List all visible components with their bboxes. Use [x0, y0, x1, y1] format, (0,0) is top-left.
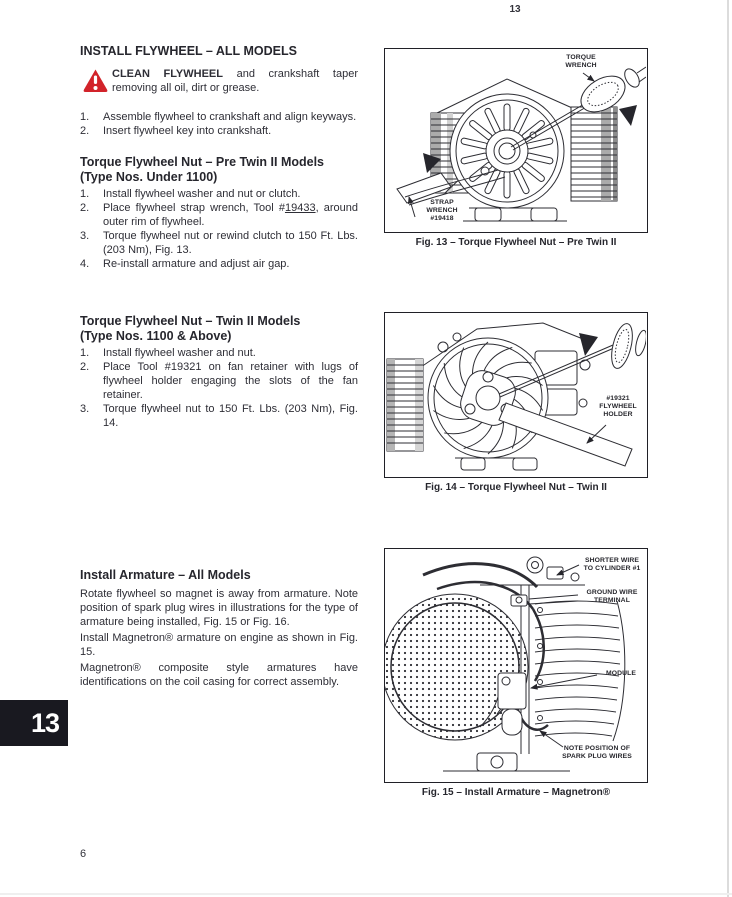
- list-item: 2. Place Tool #19321 on fan retainer wit…: [80, 360, 358, 402]
- warning-icon: [82, 68, 109, 93]
- figure-15-frame: SHORTER WIRE TO CYLINDER #1 GROUND WIRE …: [384, 548, 648, 783]
- footer-page-number: 6: [80, 848, 87, 860]
- fig15-label-spark-wires: NOTE POSITION OF SPARK PLUG WIRES: [562, 745, 632, 760]
- fig13-label-strap-wrench: STRAP WRENCH #19418: [426, 199, 458, 222]
- fig13-illustration: [396, 66, 646, 222]
- warning-text: and crankshaft taper removing all oil, d…: [112, 68, 358, 94]
- step-number: 2.: [80, 202, 90, 214]
- step-text: Torque flywheel nut or rewind clutch to …: [103, 230, 358, 256]
- list-item: 3. Torque flywheel nut or rewind clutch …: [80, 229, 358, 257]
- step-number: 3.: [80, 403, 90, 415]
- heading-line2: (Type Nos. 1100 & Above): [80, 329, 232, 343]
- header-page-number: 13: [509, 4, 521, 15]
- step-text: Torque flywheel nut to 150 Ft. Lbs. (203…: [103, 403, 358, 429]
- text-column: INSTALL FLYWHEEL – ALL MODELS CLEAN FLYW…: [80, 44, 358, 689]
- step-text: Assemble flywheel to crankshaft and alig…: [103, 111, 357, 123]
- warning-note: CLEAN FLYWHEEL and crankshaft taper remo…: [80, 67, 358, 95]
- fig15-label-ground-wire: GROUND WIRE TERMINAL: [586, 589, 638, 604]
- fig14-caption: Fig. 14 – Torque Flywheel Nut – Twin II: [425, 482, 607, 493]
- section-heading-torque-twin: Torque Flywheel Nut – Twin II Models(Typ…: [80, 314, 358, 344]
- fig14-illustration: [386, 322, 646, 471]
- fig13-caption: Fig. 13 – Torque Flywheel Nut – Pre Twin…: [415, 237, 617, 248]
- fig15-illustration: [385, 556, 626, 772]
- figure-13-frame: TORQUE WRENCH STRAP WRENCH #19418: [384, 48, 648, 233]
- list-item: 1. Assemble flywheel to crankshaft and a…: [80, 110, 358, 124]
- fig15-label-shorter-wire: SHORTER WIRE TO CYLINDER #1: [583, 557, 641, 572]
- step-text: Re-install armature and adjust air gap.: [103, 258, 290, 270]
- step-text-pre: Place flywheel strap wrench, Tool #: [103, 202, 285, 214]
- step-number: 4.: [80, 258, 90, 270]
- step-number: 1.: [80, 347, 90, 359]
- heading-line1: Torque Flywheel Nut – Twin II Models: [80, 314, 301, 328]
- figure-14-frame: #19321 FLYWHEEL HOLDER: [384, 312, 648, 478]
- torque-pre-twin-steps: 1. Install flywheel washer and nut or cl…: [80, 187, 358, 271]
- list-item: 1. Install flywheel washer and nut or cl…: [80, 187, 358, 201]
- paragraph: Magnetron® composite style armatures hav…: [80, 662, 358, 688]
- step-text: Place flywheel strap wrench, Tool #19433…: [103, 201, 358, 229]
- list-item: 1. Install flywheel washer and nut.: [80, 346, 358, 360]
- list-item: 4. Re-install armature and adjust air ga…: [80, 257, 358, 271]
- list-item: 2. Insert flywheel key into crankshaft.: [80, 124, 358, 138]
- step-text-post: , around outer rim of flywheel.: [103, 202, 358, 228]
- step-text: Install flywheel washer and nut or clutc…: [103, 188, 301, 200]
- torque-twin-steps: 1. Install flywheel washer and nut. 2. P…: [80, 346, 358, 430]
- section-heading-torque-pre-twin: Torque Flywheel Nut – Pre Twin II Models…: [80, 155, 358, 185]
- figure-14: #19321 FLYWHEEL HOLDER Fig. 14 – Torque …: [384, 312, 648, 493]
- heading-line1: Torque Flywheel Nut – Pre Twin II Models: [80, 155, 325, 169]
- install-flywheel-steps: 1. Assemble flywheel to crankshaft and a…: [80, 110, 358, 138]
- figure-13: TORQUE WRENCH STRAP WRENCH #19418 Fig. 1…: [384, 48, 648, 248]
- fig14-label-flywheel-holder: #19321 FLYWHEEL HOLDER: [599, 395, 637, 418]
- section-heading-install-armature: Install Armature – All Models: [80, 568, 251, 582]
- page-bottom-edge: [0, 893, 732, 895]
- heading-line2: (Type Nos. Under 1100): [80, 170, 218, 184]
- page-right-edge: [727, 0, 729, 897]
- paragraph: Rotate flywheel so magnet is away from a…: [80, 588, 358, 628]
- fig13-label-torque-wrench: TORQUE WRENCH: [565, 54, 597, 69]
- step-number: 1.: [80, 188, 90, 200]
- section-heading-install-flywheel: INSTALL FLYWHEEL – ALL MODELS: [80, 44, 297, 58]
- step-number: 2.: [80, 125, 90, 137]
- step-number: 3.: [80, 230, 90, 242]
- step-text: Place Tool #19321 on fan retainer with l…: [103, 361, 358, 401]
- paragraph: Install Magnetron® armature on engine as…: [80, 632, 358, 658]
- warning-bold-text: CLEAN FLYWHEEL: [112, 68, 223, 80]
- tool-number: 19433: [284, 202, 316, 214]
- figure-15: SHORTER WIRE TO CYLINDER #1 GROUND WIRE …: [384, 548, 648, 798]
- fig15-label-module: MODULE: [605, 670, 637, 677]
- step-number: 1.: [80, 111, 90, 123]
- step-text: Insert flywheel key into crankshaft.: [103, 125, 272, 137]
- list-item: 2. Place flywheel strap wrench, Tool #19…: [80, 201, 358, 229]
- list-item: 3. Torque flywheel nut to 150 Ft. Lbs. (…: [80, 402, 358, 430]
- step-text: Install flywheel washer and nut.: [103, 347, 256, 359]
- fig15-caption: Fig. 15 – Install Armature – Magnetron®: [421, 787, 611, 798]
- chapter-tab: 13: [0, 700, 68, 746]
- step-number: 2.: [80, 361, 90, 373]
